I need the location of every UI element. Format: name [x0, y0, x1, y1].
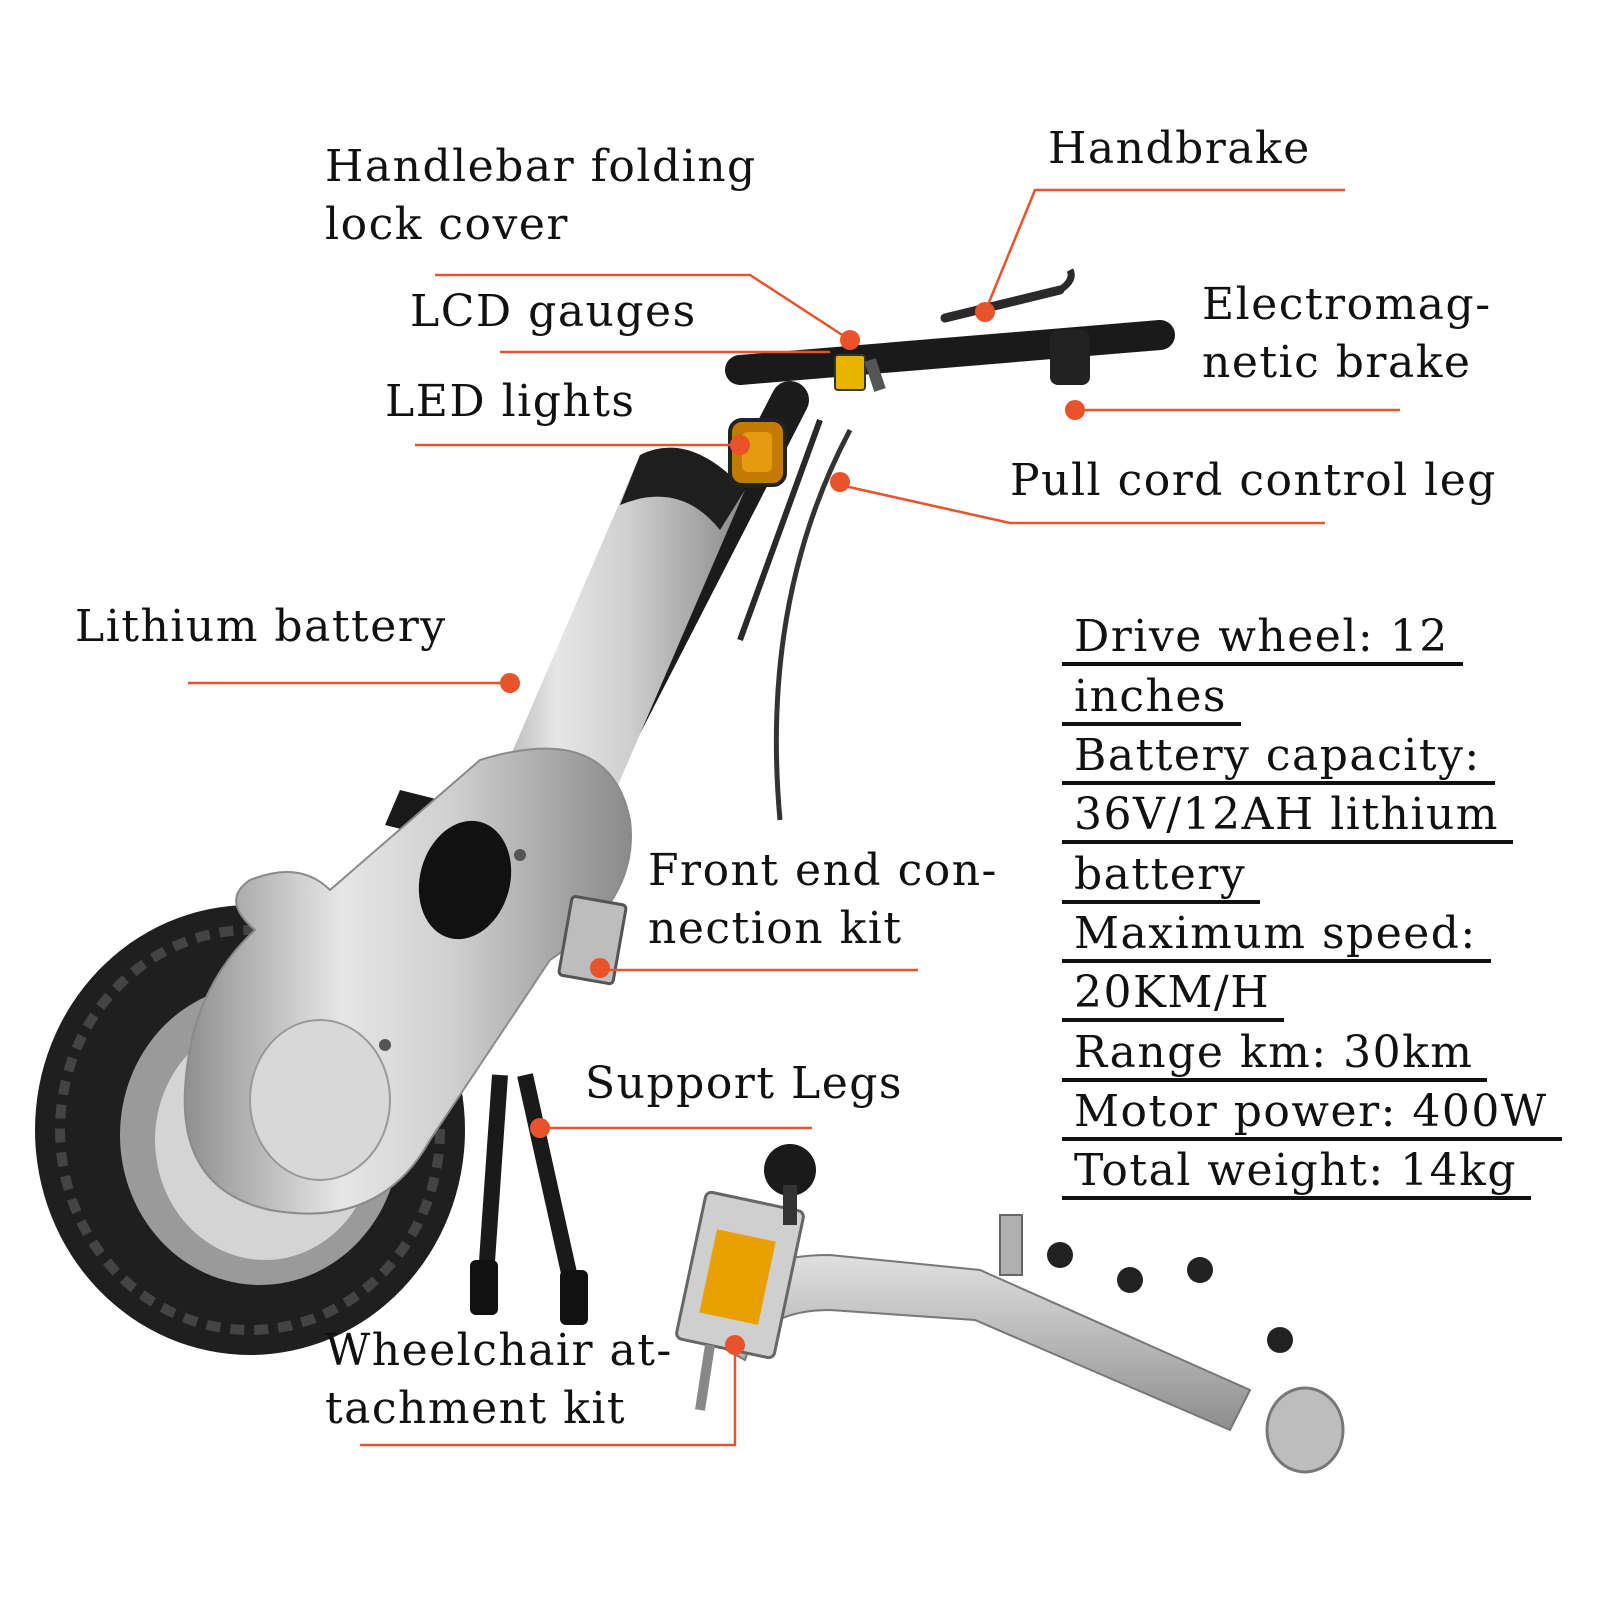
spec-line: Range km: 30km — [1062, 1028, 1488, 1082]
spec-line: Maximum speed: — [1062, 909, 1491, 963]
label-electromagnetic-brake: Electromag- netic brake — [1202, 276, 1492, 392]
spec-line: battery — [1062, 850, 1261, 904]
leader-handbrake — [983, 188, 1345, 313]
label-line: netic brake — [1202, 337, 1472, 388]
spec-line: 36V/12AH lithium — [1062, 790, 1514, 844]
label-led-lights: LED lights — [385, 376, 636, 427]
label-line: lock cover — [325, 199, 569, 250]
spec-line: Motor power: 400W — [1062, 1087, 1562, 1141]
label-line: Wheelchair at- — [325, 1325, 673, 1376]
front-connection-clamp — [557, 895, 628, 986]
spec-line: inches — [1062, 672, 1242, 726]
spec-line: 20KM/H — [1062, 968, 1285, 1022]
label-line: Electromag- — [1202, 279, 1492, 330]
label-support-legs: Support Legs — [585, 1058, 904, 1109]
leader-lines — [188, 188, 1400, 1447]
label-line: nection kit — [648, 903, 903, 954]
label-front-end-connection-kit: Front end con- nection kit — [648, 842, 998, 958]
handlebar — [725, 268, 1175, 392]
leader-pull-cord — [839, 483, 1325, 525]
label-line: tachment kit — [325, 1383, 627, 1434]
label-wheelchair-attachment-kit: Wheelchair at- tachment kit — [325, 1322, 673, 1438]
support-legs — [470, 1073, 588, 1325]
spec-line: Battery capacity: — [1062, 731, 1495, 785]
label-line: Handlebar folding — [325, 141, 757, 192]
label-line: Front end con- — [648, 845, 998, 896]
label-handbrake: Handbrake — [1048, 123, 1311, 174]
spec-line: Drive wheel: 12 — [1062, 612, 1463, 666]
wheelchair-attachment-kit — [675, 1144, 1345, 1474]
label-lcd-gauges: LCD gauges — [410, 286, 697, 337]
label-pull-cord-control-leg: Pull cord control leg — [1010, 455, 1497, 506]
label-handlebar-folding-lock-cover: Handlebar folding lock cover — [325, 138, 757, 254]
label-lithium-battery: Lithium battery — [75, 601, 447, 652]
motor-housing — [183, 747, 632, 1215]
spec-line: Total weight: 14kg — [1062, 1146, 1531, 1200]
leader-dots — [500, 302, 1085, 1355]
leader-handlebar-lock — [435, 273, 851, 342]
leader-wheelchair-kit — [360, 1345, 737, 1447]
